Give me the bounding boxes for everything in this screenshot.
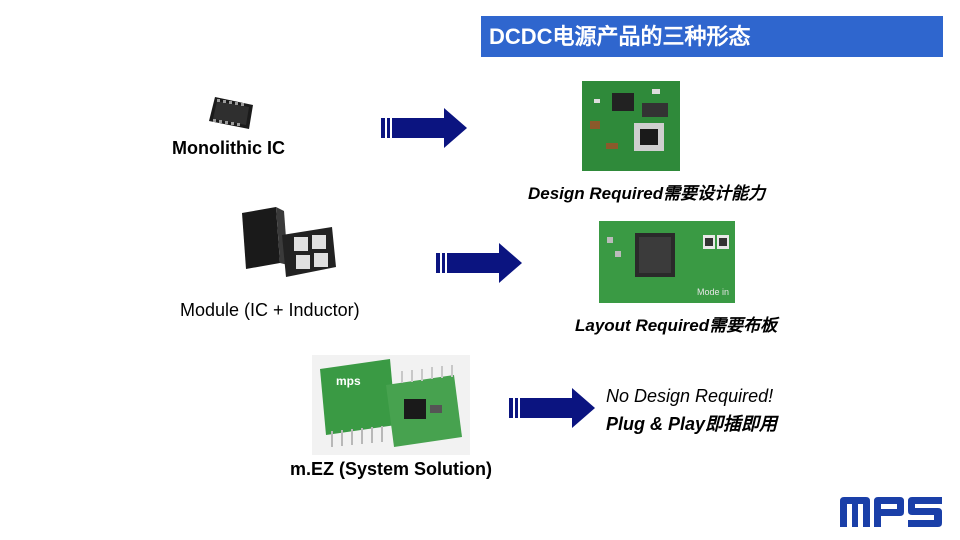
layout-board-image: Mode in [599, 221, 735, 303]
arrow-2 [436, 243, 522, 283]
design-board-image [582, 81, 680, 171]
layout-required-label: Layout Required需要布板 [575, 316, 778, 335]
no-design-required-label: No Design Required! [606, 386, 774, 406]
slide-title: DCDC电源产品的三种形态 [481, 16, 943, 57]
mez-image: mps [312, 355, 470, 455]
monolithic-ic-image [209, 97, 253, 129]
monolithic-ic-label: Monolithic IC [172, 138, 285, 158]
mez-brand-text: mps [336, 374, 361, 388]
arrow-1 [381, 108, 467, 148]
mez-label: m.EZ (System Solution) [290, 459, 493, 479]
design-required-label: Design Required需要设计能力 [528, 184, 766, 203]
plug-and-play-label: Plug & Play即插即用 [606, 414, 778, 434]
arrow-3 [509, 388, 595, 428]
mps-logo [840, 497, 942, 527]
module-label: Module (IC + Inductor) [180, 300, 360, 320]
board-silkscreen-text: Mode in [697, 287, 729, 297]
module-image [242, 207, 336, 277]
